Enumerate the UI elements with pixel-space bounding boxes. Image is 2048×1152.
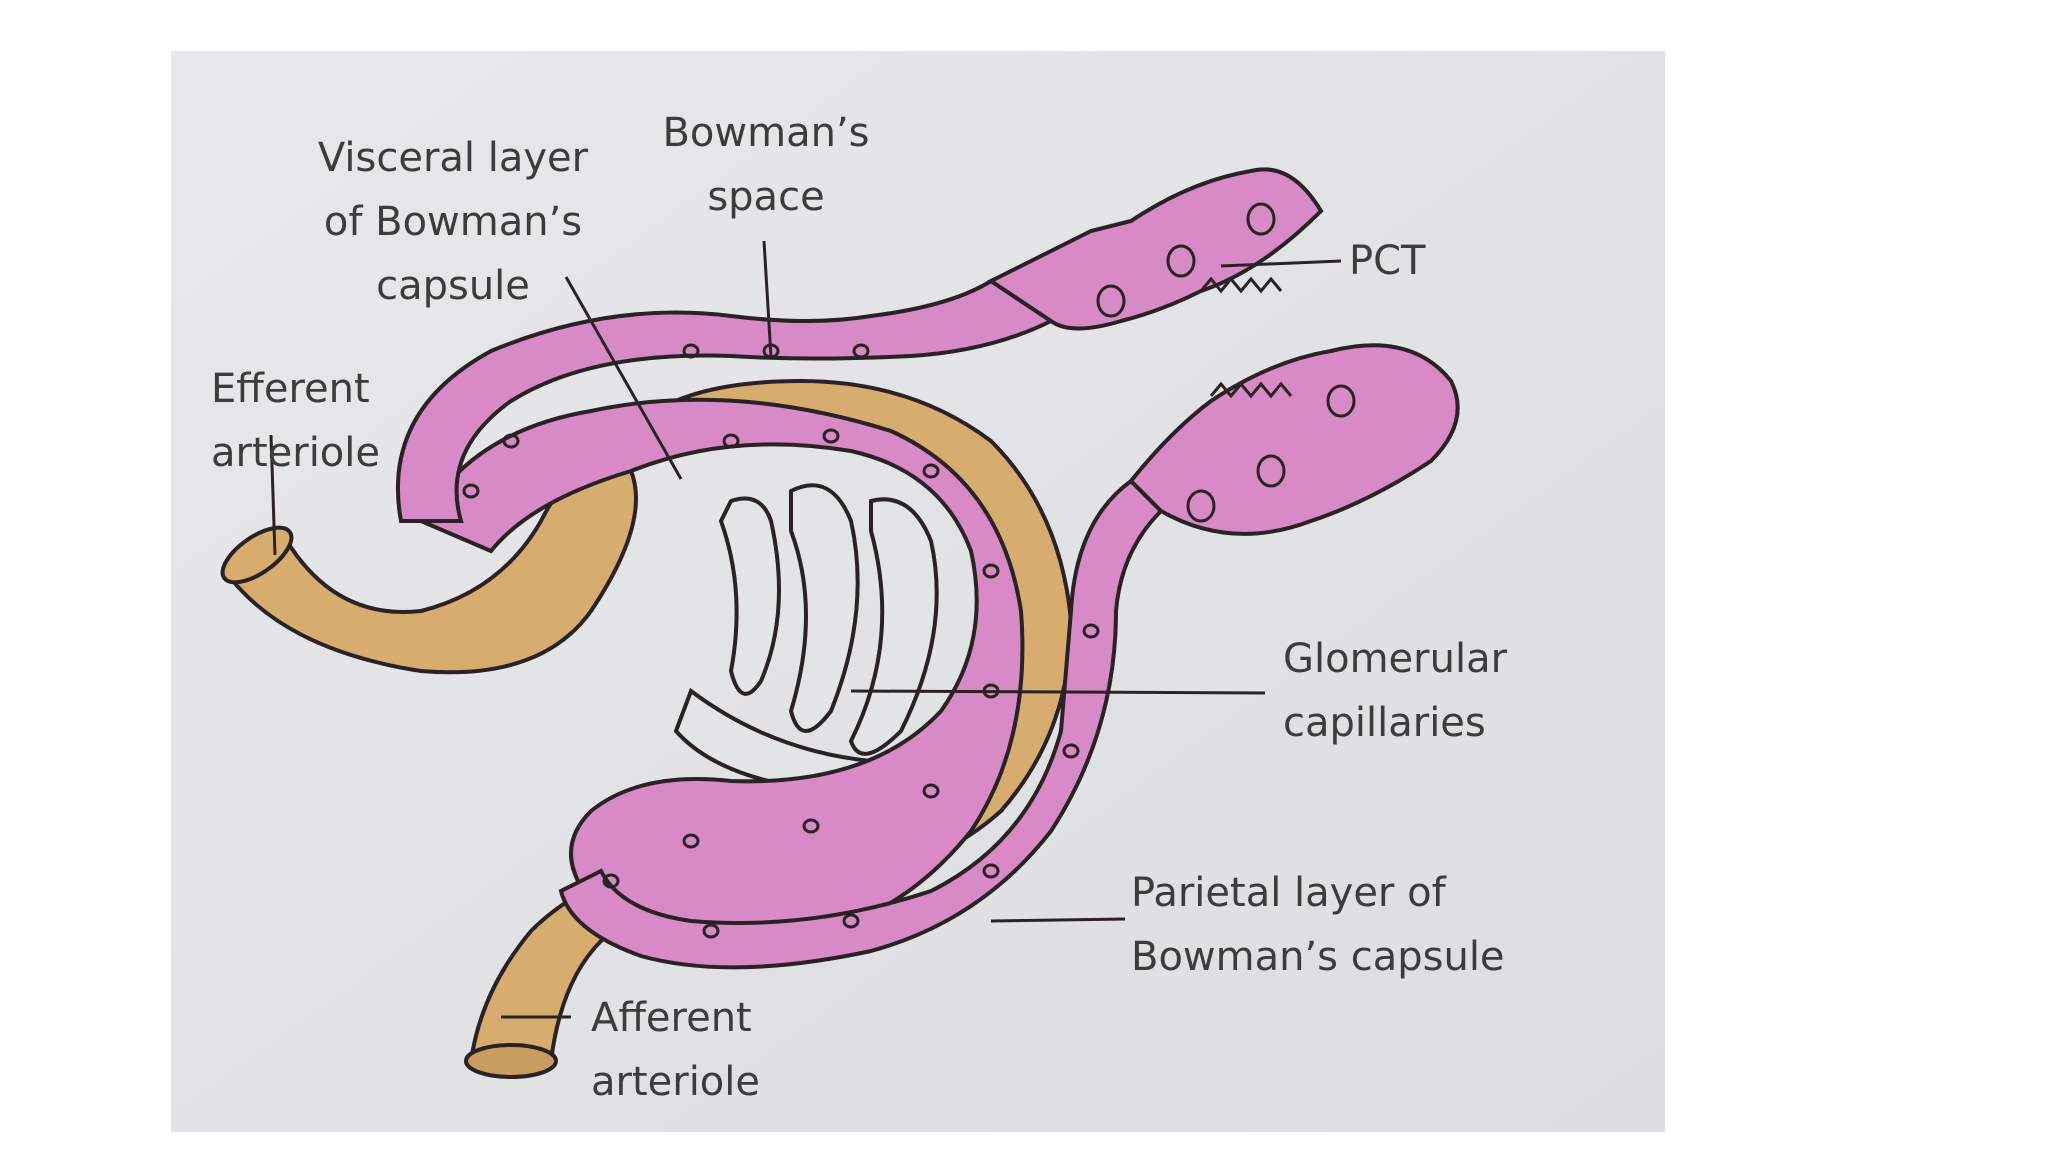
leader-parietal [990, 917, 1126, 923]
label-line: Afferent [591, 995, 752, 1041]
label-line: Visceral layer [317, 135, 589, 181]
label-afferent-arteriole: Afferent arteriole [591, 986, 760, 1114]
leader-visceral [564, 276, 683, 480]
arteriole-tube [220, 378, 1074, 1079]
label-line: Bowman’s capsule [1131, 934, 1505, 980]
label-line: capillaries [1283, 700, 1486, 746]
renal-corpuscle-diagram [171, 51, 1665, 1132]
label-line: space [707, 174, 825, 220]
leader-pct [1220, 259, 1342, 268]
label-line: capsule [376, 263, 530, 309]
leader-efferent [269, 434, 277, 556]
capillary-loop-1 [718, 496, 781, 696]
label-line: of Bowman’s [323, 199, 583, 245]
label-line: Efferent [211, 366, 370, 412]
pct-lower [1128, 343, 1460, 536]
label-visceral-layer: Visceral layer of Bowman’s capsule [303, 126, 603, 318]
label-glomerular-capillaries: Glomerular capillaries [1283, 627, 1507, 755]
brush-border-upper [1199, 276, 1283, 294]
leader-bowman-space [762, 240, 773, 358]
capsule-outer-band [558, 478, 1164, 970]
capillary-loop-2 [788, 483, 860, 733]
label-efferent-arteriole: Efferent arteriole [211, 357, 380, 485]
leader-glomerular [850, 689, 1266, 695]
label-pct: PCT [1349, 229, 1425, 293]
bowmans-capsule [395, 167, 1460, 970]
label-bowmans-space: Bowman’s space [641, 101, 891, 229]
brush-border-lower [1209, 381, 1293, 399]
label-line: Parietal layer of [1131, 870, 1446, 916]
label-line: arteriole [211, 430, 381, 476]
label-line: arteriole [591, 1059, 761, 1105]
label-line: Bowman’s [662, 110, 870, 156]
label-line: PCT [1349, 238, 1426, 284]
afferent-opening [464, 1043, 558, 1079]
label-line: Glomerular [1283, 636, 1508, 682]
cell-nuclei [462, 202, 1356, 939]
pct-upper [987, 167, 1324, 331]
leader-lines [269, 240, 1342, 1019]
label-parietal-layer: Parietal layer of Bowman’s capsule [1131, 861, 1505, 989]
figure-photo: Visceral layer of Bowman’s capsule Bowma… [171, 51, 1665, 1132]
